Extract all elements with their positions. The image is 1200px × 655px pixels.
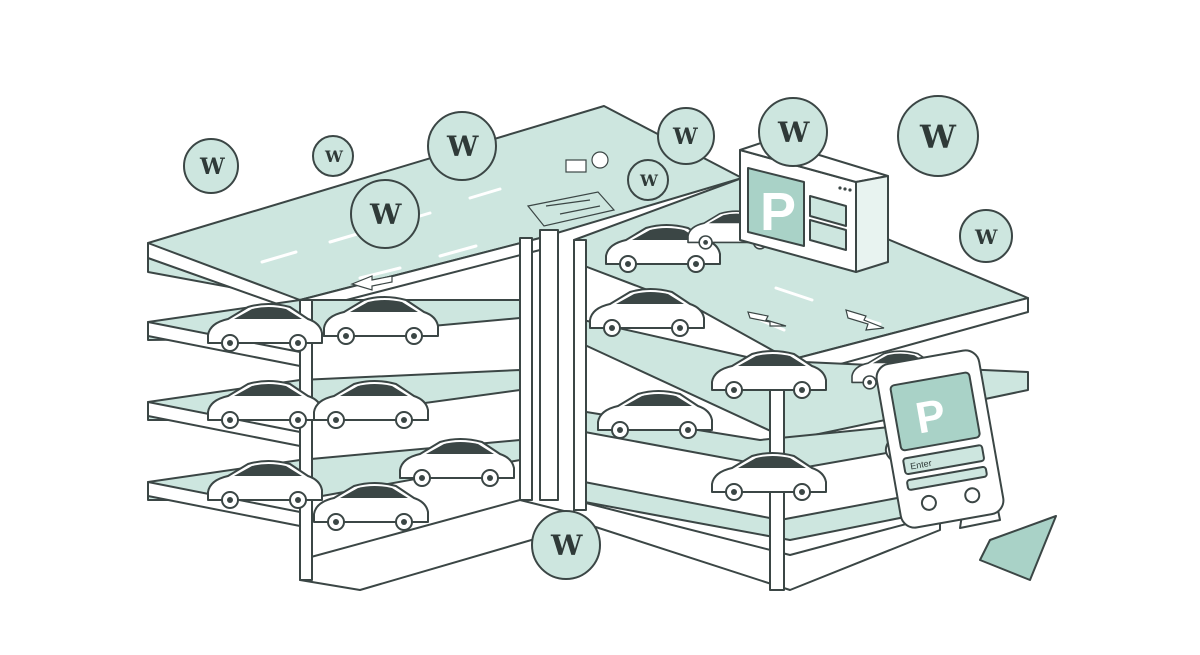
sign-p-panel (747, 167, 805, 247)
coin-10 (531, 510, 601, 580)
phone-button-1 (920, 494, 937, 511)
coin-label-9: W (974, 225, 998, 249)
coin-label-8: W (639, 171, 659, 190)
coin-5 (657, 107, 715, 165)
coin-label-6: W (777, 116, 810, 149)
coin-label-10: W (550, 529, 583, 562)
center-column (539, 229, 559, 501)
coin-4 (350, 179, 420, 249)
left-column-a (299, 299, 313, 581)
car-right-2a (597, 390, 713, 439)
lane-arrows (350, 275, 885, 331)
left-column-b (519, 237, 533, 501)
phone-p-panel (889, 371, 981, 452)
arrow-right-roof-1 (747, 311, 787, 327)
coin-9 (959, 209, 1013, 263)
right-column-a (573, 239, 587, 511)
coin-label-3: W (446, 130, 479, 163)
coin-7 (897, 95, 979, 177)
arrow-right-roof-2 (845, 309, 885, 331)
phone-input-field (902, 444, 985, 476)
roof-map-icon (526, 151, 616, 227)
coin-label-1: W (199, 154, 225, 180)
coin-1 (183, 138, 239, 194)
coin-3 (427, 111, 497, 181)
phone-button-2 (964, 487, 981, 504)
coin-8 (627, 159, 669, 201)
coin-labels: W W W W W W W W W W (199, 116, 998, 562)
coin-label-7: W (919, 118, 957, 156)
coin-6 (758, 97, 828, 167)
coin-label-4: W (369, 198, 402, 231)
coin-2 (312, 135, 354, 177)
parking-sign-letter: P (760, 182, 796, 242)
coins (183, 95, 1013, 580)
phone-field-label: Enter (909, 458, 932, 472)
left-roof-lane-markings (260, 187, 502, 280)
coin-label-5: W (672, 124, 698, 150)
coin-label-2: W (324, 147, 344, 166)
smartphone (875, 349, 1005, 529)
arrow-left-roof (350, 275, 393, 291)
